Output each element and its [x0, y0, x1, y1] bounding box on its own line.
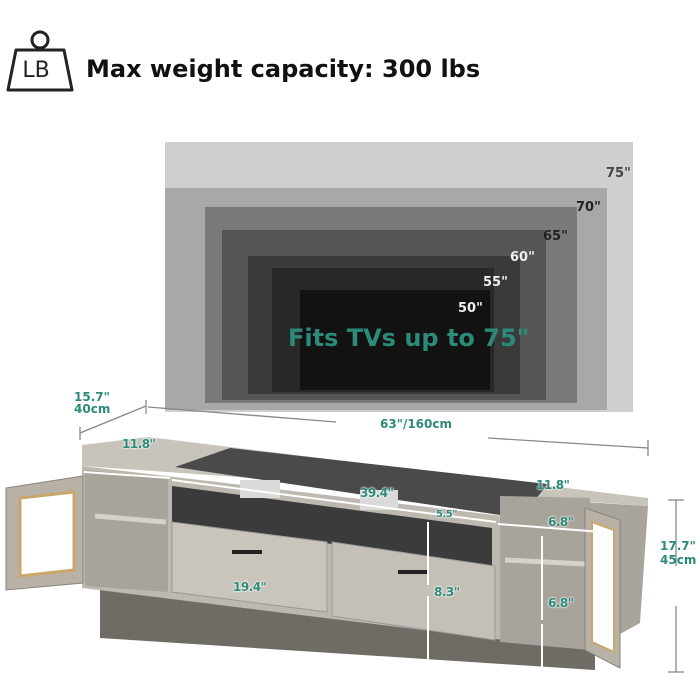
right-cabinet-width: 11.8": [536, 478, 570, 492]
depth-cm: 40cm: [74, 402, 111, 416]
tv-caption: Fits TVs up to 75": [288, 324, 530, 352]
open-shelf-height: 5.5": [436, 509, 457, 520]
drawer-height: 8.3": [434, 585, 460, 599]
weight-icon-label: LB: [22, 58, 50, 83]
left-cabinet-width: 11.8": [122, 437, 156, 451]
width-dimension: 63"/160cm: [380, 417, 452, 431]
height-cm: 45cm: [660, 553, 697, 567]
drawer-handle: [398, 570, 428, 574]
weight-icon: [6, 30, 74, 92]
center-top: [175, 448, 548, 518]
right-upper-height: 6.8": [548, 515, 574, 529]
drawer-handle: [232, 550, 262, 554]
tv-inner: [300, 290, 490, 390]
drawer-left: [171, 521, 328, 613]
tv-stand-illustration: [5, 400, 684, 690]
tv-label-75: 75": [606, 166, 631, 181]
plinth: [100, 588, 595, 670]
weight-capacity-title: Max weight capacity: 300 lbs: [86, 55, 481, 83]
depth-inches: 15.7": [74, 390, 110, 404]
tv-label-60: 60": [510, 250, 535, 265]
tv-label-55: 55": [483, 275, 508, 290]
tv-label-70: 70": [576, 200, 601, 215]
drawer-right: [331, 541, 496, 641]
drawer-width: 19.4": [233, 580, 267, 594]
height-inches: 17.7": [660, 539, 696, 553]
tv-label-50: 50": [458, 301, 483, 316]
right-lower-height: 6.8": [548, 596, 574, 610]
center-top-width: 39.4": [360, 486, 394, 500]
tv-label-65: 65": [543, 229, 568, 244]
open-shelf: [172, 486, 492, 566]
